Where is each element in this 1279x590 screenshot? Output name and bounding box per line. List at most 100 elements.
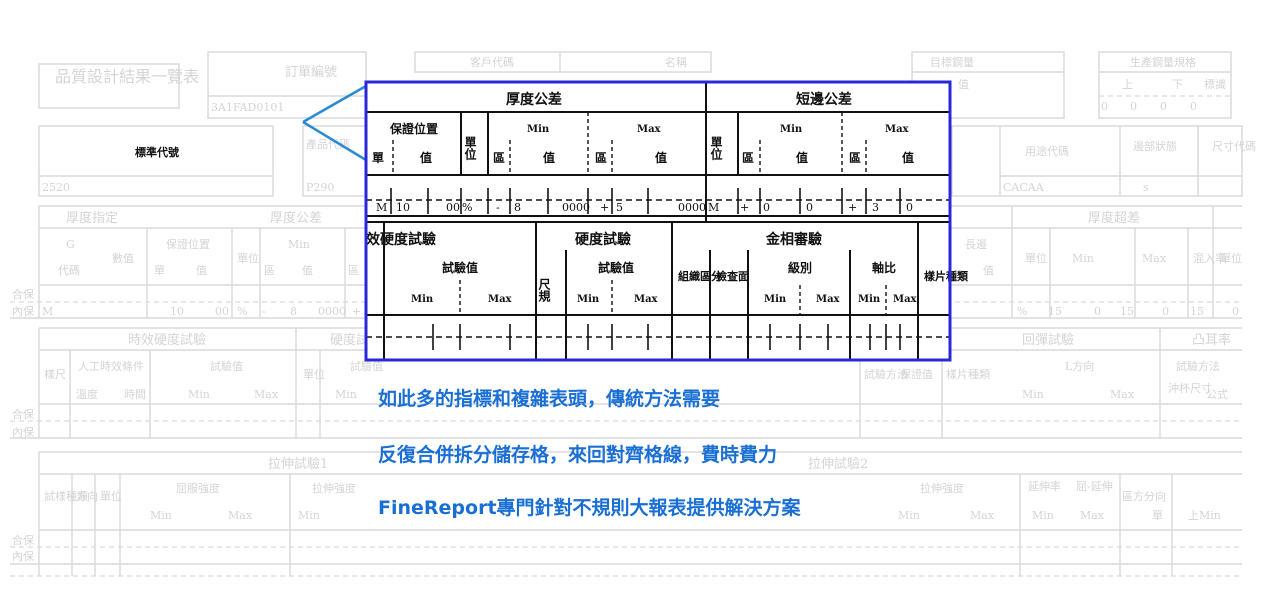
bg-rebound-test: 回彈試驗 [1022, 332, 1074, 348]
short-edge-min-label: Min [780, 124, 803, 135]
bg-tensile-strength: 拉伸強度 [920, 481, 964, 495]
bg-upper-min: 上Min [1188, 509, 1221, 522]
size-label: 尺規 [537, 278, 551, 303]
bg-tensile1: 拉伸試驗1 [268, 456, 328, 472]
value-label: 值 [543, 150, 555, 165]
bg-test-value: 試驗值 [350, 359, 383, 373]
bg-convex-rate: 凸耳率 [1192, 332, 1231, 348]
hardness-test-value-label: 試驗值 [598, 260, 634, 275]
bg-guarantee-pos: 保證位置 [166, 237, 210, 251]
bg-row-value: + [352, 305, 361, 318]
row-cell: M [708, 201, 719, 214]
guarantee-position-label: 保證位置 [389, 121, 438, 136]
level-max-label: Max [816, 294, 841, 305]
level-min-label: Min [764, 294, 787, 305]
bg-zone-direction: 區方分向 [1122, 489, 1166, 503]
bg-internal-guarantee: 內保 [12, 549, 34, 563]
bg-test-method: 試驗方法 [1176, 359, 1220, 373]
short-edge-tolerance-header: 短邊公差 [796, 91, 852, 108]
caption-line-3: FineReport專門針對不規則大報表提供解決方案 [378, 497, 801, 519]
bg-min: Min [298, 509, 320, 522]
row-cell: - [496, 201, 500, 214]
bg-combined-guarantee: 合保 [12, 287, 34, 301]
hardness-test-header: 硬度試驗 [575, 231, 631, 248]
axis-ratio-label: 軸比 [872, 260, 896, 275]
bg-min: Min [335, 388, 357, 401]
bg-edge-state: 邊部狀態 [1133, 139, 1177, 153]
bg-upper: 上 [1122, 78, 1133, 91]
bg-time: 時間 [124, 388, 146, 401]
short-edge-max-label: Max [885, 124, 910, 135]
bg-sample-type: 樣片種類 [946, 367, 990, 381]
inspection-surface-label: 檢查面 [716, 269, 749, 283]
bg-row-value: 8 [290, 305, 297, 318]
callout-connector [302, 84, 367, 162]
value-label: 值 [420, 150, 432, 165]
bg-test-method: 試驗方法 [864, 367, 908, 381]
bg-right-value: 15 [1120, 305, 1134, 318]
bg-yield-elongation: 屈-延伸 [1076, 480, 1113, 493]
zoomed-header-detail: 厚度公差 短邊公差 保證位置 單位 Min Max 單位 Min Max 單 值… [364, 80, 969, 362]
min-label: Min [527, 124, 550, 135]
bg-thickness-over: 厚度超差 [1088, 210, 1140, 226]
bg-row-value: M [42, 305, 53, 318]
bg-max: Max [254, 388, 279, 401]
bg-name: 名稱 [665, 55, 687, 69]
bg-length-side: 長邊 [965, 237, 987, 251]
bg-aging-hardness: 時效硬度試驗 [128, 332, 206, 348]
bg-standard-code-value: 2520 [42, 181, 70, 194]
bg-row-value: - [262, 305, 266, 318]
bg-min: Min [1022, 388, 1044, 401]
zone-label: 區 [742, 151, 754, 165]
bg-lower: 下 [1172, 78, 1183, 91]
bg-size-code: 尺寸代碼 [1212, 139, 1256, 153]
bg-min: Min [1032, 509, 1054, 522]
bg-min: Min [150, 509, 172, 522]
row-cell: M [376, 201, 387, 214]
bg-customer-code: 客戶代碼 [470, 55, 514, 69]
level-label: 級別 [788, 260, 812, 275]
bg-usage-code: 用途代碼 [1025, 144, 1069, 158]
bg-target-weight-value: 值 [958, 78, 969, 91]
row-cell: 0 [906, 201, 913, 214]
bg-report-title: 品質設計結果一覽表 [55, 67, 199, 86]
row-cell: 0 [806, 201, 813, 214]
bg-row-value: 10 [170, 305, 184, 318]
bg-value: 值 [196, 264, 207, 277]
row-cell: % [462, 201, 472, 214]
bg-zone: 區 [348, 264, 359, 277]
max-label: Max [637, 124, 662, 135]
bg-thickness-tol: 厚度公差 [270, 210, 322, 226]
bg-internal-guarantee: 內保 [12, 304, 34, 318]
bg-number-value: 數值 [112, 252, 134, 265]
bg-max: Max [228, 509, 253, 522]
bg-tensile-strength: 拉伸強度 [312, 481, 356, 495]
aging-max-label: Max [488, 294, 513, 305]
bg-min: Min [288, 238, 310, 251]
bg-spec-value: 0 [1190, 100, 1197, 113]
bg-unit: 單位 [1220, 251, 1242, 265]
bg-standard: 標識 [1204, 77, 1226, 91]
value-label: 值 [902, 150, 914, 165]
background-report-grid [10, 51, 1243, 577]
row-cell: 00 [446, 201, 460, 214]
bg-combined-guarantee: 合保 [12, 407, 34, 421]
bg-right-value: 0 [1232, 305, 1239, 318]
zone-label: 區 [493, 151, 505, 165]
axis-max-label: Max [893, 294, 918, 305]
bg-code: 代碼 [58, 264, 80, 277]
bg-combined-guarantee: 合保 [12, 533, 34, 547]
bg-max: Max [1142, 252, 1167, 265]
thickness-tolerance-header: 厚度公差 [506, 91, 562, 108]
bg-thickness-spec: 厚度指定 [66, 210, 118, 226]
bg-size: 單位 [303, 367, 325, 381]
bg-value: 值 [983, 264, 994, 277]
bg-product-code-value: P290 [306, 181, 334, 194]
zone-label: 區 [595, 151, 607, 165]
bg-value: 值 [302, 264, 313, 277]
bg-max: Max [1080, 509, 1105, 522]
axis-min-label: Min [858, 294, 881, 305]
bg-unit: 單 [1152, 509, 1163, 522]
metallographic-test-header: 金相審驗 [765, 231, 822, 248]
bg-temperature: 溫度 [76, 387, 98, 401]
